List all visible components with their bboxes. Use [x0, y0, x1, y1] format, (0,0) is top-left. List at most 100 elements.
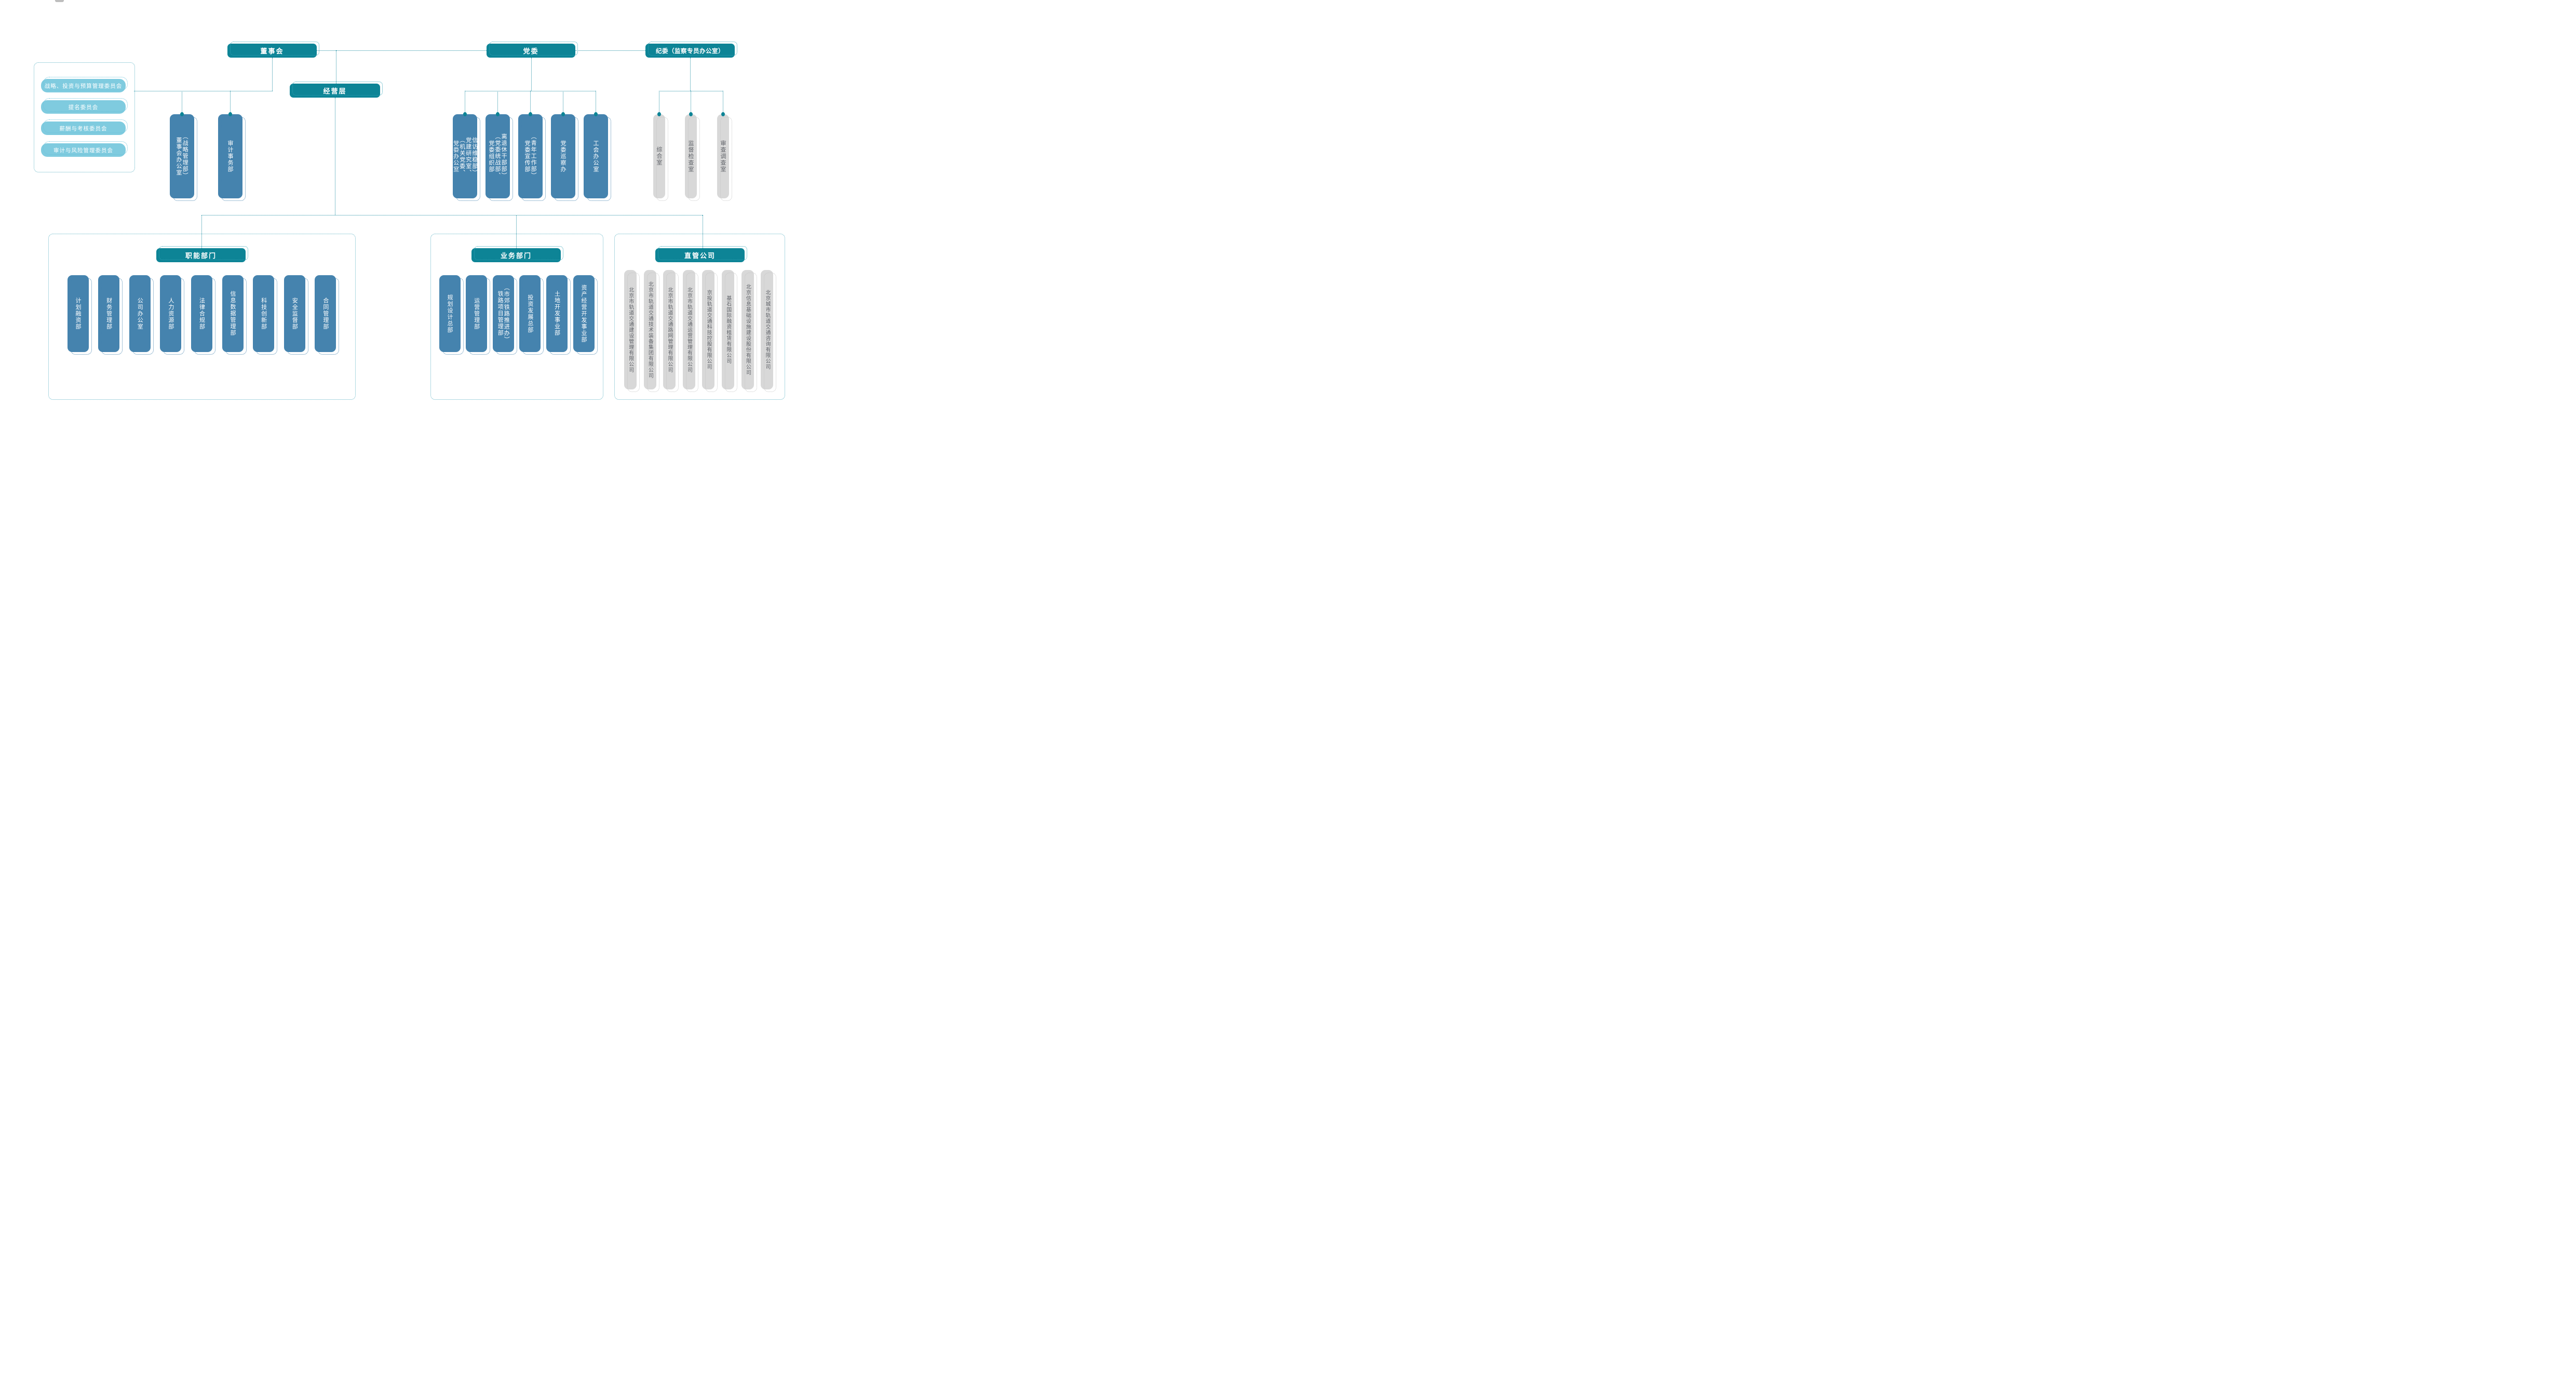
discipline-office-box-label: 综合室: [656, 146, 663, 166]
connector-line: [201, 215, 202, 248]
functional-department-box: 财务管理部: [98, 275, 120, 352]
managed-company-box-label: 基石国际融资租赁有限公司: [725, 295, 731, 364]
managed-company-box-label: 北京市轨道交通运营管理有限公司: [686, 287, 692, 373]
section-label-text: 直管公司: [684, 252, 716, 260]
connector-dot: [463, 112, 467, 116]
board-department-box-label: （战略管理部）: [182, 133, 189, 179]
functional-department-box: 安全监督部: [284, 275, 305, 352]
managed-company-box: 北京信息基础设施建设股份有限公司: [741, 270, 754, 389]
connector-line: [317, 50, 645, 51]
functional-department-box: 计划融资部: [67, 275, 89, 352]
connector-dot: [594, 112, 598, 116]
connector-dot: [689, 112, 693, 116]
discipline-office-box: 综合室: [653, 114, 665, 198]
functional-department-box-label: 安全监督部: [291, 297, 299, 330]
managed-company-box: 京投轨道交通科技控股有限公司: [702, 270, 715, 389]
managed-companies-container: [614, 234, 785, 400]
connector-line: [516, 215, 517, 248]
section-label-text: 业务部门: [500, 252, 532, 260]
functional-department-box: 合同管理部: [315, 275, 336, 352]
functional-department-box-label: 财务管理部: [105, 297, 113, 330]
managed-company-box: 北京市轨道交通技术装备集团有限公司: [643, 270, 656, 389]
business-department-box: 规划设计总部: [439, 275, 461, 352]
party-department-box-label: （机关党委、: [458, 137, 466, 176]
business-department-box: 资产经营开发事业部: [573, 275, 595, 352]
party-department-box-label: （青年工作部）: [530, 133, 537, 179]
functional-department-box-label: 合同管理部: [322, 297, 329, 330]
connector-dot: [561, 112, 565, 116]
functional-department-box: 法律合规部: [191, 275, 212, 352]
party-department-box-label: 党建研究室、: [465, 137, 472, 176]
board-department-box: 审计事务部: [218, 114, 242, 198]
functional-department-box-label: 公司办公室: [137, 297, 144, 330]
section-label-2: 直管公司: [655, 248, 745, 262]
discipline-office-box: 审查调查室: [717, 114, 729, 198]
functional-department-box: 公司办公室: [129, 275, 151, 352]
board-committee-pill-label: 薪酬与考核委员会: [59, 125, 107, 132]
connector-dot: [528, 112, 532, 116]
functional-department-box-label: 科技创新部: [260, 297, 267, 330]
board-department-box-label: 董事会办公室: [176, 137, 182, 176]
party-department-box: 工会办公室: [583, 114, 608, 198]
party-department-box-label: 党委组织部: [488, 140, 495, 173]
party-department-box: 党委办公室（机关党委、党建研究室、信访维稳部）: [452, 114, 478, 198]
business-department-box-label: 资产经营开发事业部: [581, 284, 588, 343]
board-department-box-label: 审计事务部: [227, 140, 234, 173]
business-department-box-label: 运营管理部: [473, 297, 480, 330]
managed-company-box-label: 北京信息基础设施建设股份有限公司: [745, 284, 751, 375]
business-departments-container: [430, 234, 603, 400]
board-committee-pill-label: 审计与风险管理委员会: [53, 147, 113, 154]
discipline-office-box: 监督检查室: [684, 114, 697, 198]
managed-company-box: 北京市轨道交通建设管理有限公司: [624, 270, 637, 389]
connector-line: [497, 91, 498, 114]
business-department-box-label: 土地开发事业部: [554, 291, 561, 336]
functional-department-box: 信息数据管理部: [222, 275, 244, 352]
functional-departments-container: [48, 234, 356, 400]
business-department-box: 铁路项目管理部（市郊铁路推进办）: [492, 275, 514, 352]
managed-company-box: 北京城市轨道交通咨询有限公司: [761, 270, 774, 389]
board-node-label: 董事会: [260, 48, 284, 56]
managed-company-box: 北京市轨道交通运营管理有限公司: [682, 270, 695, 389]
connector-dot: [495, 112, 500, 116]
management-layer-node: 经营层: [290, 84, 380, 98]
board-department-box: 董事会办公室（战略管理部）: [169, 114, 194, 198]
functional-department-box-label: 法律合规部: [198, 297, 206, 330]
board-committee-pill: 战略、投资与预算管理委员会: [41, 79, 126, 92]
party-department-box-label: （党委统战部、: [494, 133, 502, 179]
connector-line: [272, 58, 273, 91]
party-department-box-label: 工会办公室: [592, 140, 600, 173]
party-department-box: 党委巡察办: [550, 114, 575, 198]
discipline-office-box-label: 审查调查室: [720, 140, 727, 173]
functional-department-box-label: 人力资源部: [167, 297, 174, 330]
board-committee-pill-label: 战略、投资与预算管理委员会: [44, 83, 123, 89]
connector-line: [531, 58, 532, 91]
functional-department-box: 科技创新部: [253, 275, 275, 352]
managed-company-box-label: 京投轨道交通科技控股有限公司: [706, 290, 712, 370]
business-department-box: 运营管理部: [466, 275, 488, 352]
connector-dot: [228, 112, 232, 116]
managed-company-box: 北京市轨道交通路网管理有限公司: [663, 270, 676, 389]
section-label-0: 职能部门: [156, 248, 246, 262]
business-department-box-label: （市郊铁路推进办）: [503, 284, 510, 343]
business-department-box-label: 投资发展总部: [527, 294, 534, 333]
screen-artifact: [55, 0, 64, 2]
party-department-box-label: 党委办公室: [452, 140, 460, 173]
board-committee-pill: 薪酬与考核委员会: [41, 122, 126, 135]
board-committee-pill-label: 提名委员会: [68, 104, 99, 111]
party-department-box-label: 党委宣传部: [524, 140, 531, 173]
connector-line: [230, 91, 231, 114]
managed-company-box-label: 北京市轨道交通路网管理有限公司: [666, 287, 672, 373]
functional-department-box-label: 信息数据管理部: [230, 291, 237, 336]
board-committees-container: [34, 62, 135, 172]
connector-line: [690, 58, 691, 91]
party-department-box-label: 离退休干部部）: [501, 133, 508, 179]
party-committee-node-label: 党委: [523, 48, 539, 56]
managed-company-box-label: 北京城市轨道交通咨询有限公司: [764, 290, 770, 370]
discipline-commission-node: 纪委（监察专员办公室）: [645, 44, 735, 58]
management-layer-node-label: 经营层: [323, 88, 347, 96]
board-node: 董事会: [227, 44, 317, 58]
business-department-box-label: 规划设计总部: [447, 294, 454, 333]
managed-company-box-label: 北京市轨道交通技术装备集团有限公司: [647, 281, 653, 379]
org-chart-canvas: 董事会 党委 纪委（监察专员办公室） 经营层 战略、投资与预算管理委员会提名委员…: [0, 0, 814, 435]
party-department-box-label: 信访维稳部）: [471, 137, 478, 176]
